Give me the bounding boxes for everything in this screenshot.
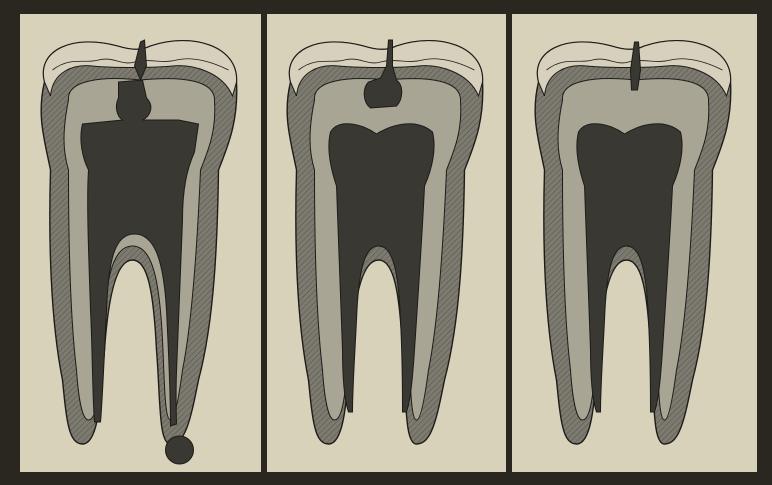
panel-tooth-advanced-decay <box>20 14 261 472</box>
tooth-cross-section <box>267 14 506 472</box>
panel-tooth-moderate-decay <box>267 14 506 472</box>
panel-tooth-early-decay <box>512 14 757 472</box>
tooth-cross-section <box>512 14 757 472</box>
tooth-cross-section <box>20 14 261 472</box>
periapical-abscess <box>166 436 194 464</box>
